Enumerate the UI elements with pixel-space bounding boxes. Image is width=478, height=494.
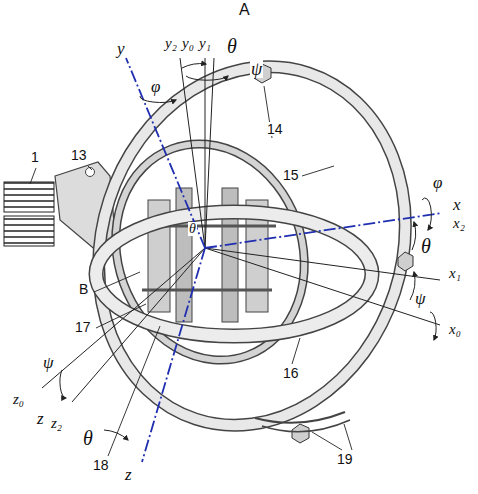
- callout-number: 14: [266, 122, 284, 136]
- axis-label: ψ: [414, 290, 427, 307]
- leader-lines: [30, 86, 352, 456]
- callout-number: 19: [336, 452, 354, 466]
- rotation-arrows: [60, 64, 436, 440]
- axis-line: [205, 58, 206, 248]
- callout-number: 17: [74, 320, 92, 334]
- inner-frame: [86, 117, 334, 387]
- leader-line: [30, 168, 36, 184]
- rotation-arrow: [186, 76, 228, 80]
- axis-line: [126, 58, 205, 248]
- leader-line: [108, 326, 160, 456]
- leader-line: [344, 424, 352, 450]
- rotation-arrow: [60, 370, 66, 398]
- axis-label: φ: [432, 174, 443, 191]
- leader-line: [292, 338, 300, 364]
- outer-ring: [53, 27, 451, 466]
- axis-label: x₂: [452, 216, 466, 231]
- rotation-arrow: [182, 64, 206, 68]
- axis-label: θ: [82, 428, 94, 448]
- axis-label: φ: [150, 78, 161, 95]
- axis-label: θ: [188, 222, 197, 236]
- leader-line: [312, 432, 342, 450]
- axis-label: z: [124, 466, 133, 483]
- inner-ring: [96, 212, 372, 336]
- axis-label: x: [452, 196, 462, 213]
- axis-label: z: [36, 410, 45, 427]
- axis-line: [42, 248, 205, 388]
- axis-label: y₀: [181, 36, 195, 51]
- callout-number: 15: [282, 168, 300, 182]
- mount-block: [4, 216, 54, 246]
- leader-line: [94, 272, 140, 292]
- rod: [142, 289, 272, 292]
- leader-line: [302, 166, 334, 176]
- inner-frame: [86, 117, 334, 387]
- axis-label: z₂: [50, 416, 63, 431]
- axis-label: y₂: [164, 36, 178, 51]
- axis-label: x₁: [448, 266, 462, 281]
- rotation-arrow: [430, 312, 436, 340]
- callout-number: 16: [282, 366, 300, 380]
- scale-arc: [262, 420, 350, 432]
- axis-line: [205, 248, 440, 280]
- callout-number: A: [238, 2, 251, 18]
- leader-line: [88, 166, 92, 170]
- axis-line: [142, 248, 205, 462]
- inner-ring: [96, 212, 372, 336]
- rotation-arrow: [412, 222, 416, 250]
- reference-axes: [42, 58, 440, 402]
- axis-label: ψ: [250, 60, 263, 78]
- mount-block: [4, 182, 54, 212]
- axis-line: [205, 248, 440, 325]
- axis-label: θ: [226, 36, 238, 56]
- axis-line: [205, 213, 442, 248]
- callout-number: 1: [30, 150, 40, 164]
- rotation-arrow: [140, 96, 176, 102]
- callout-number: 13: [70, 148, 88, 162]
- body-axes: [126, 58, 442, 462]
- axis-label: x₀: [448, 322, 462, 337]
- bolt: [292, 424, 309, 443]
- axis-line: [205, 58, 214, 248]
- axis-label: y: [116, 40, 126, 57]
- leader-line: [96, 304, 146, 328]
- scale-arc: [255, 412, 345, 423]
- axis-label: ψ: [42, 354, 55, 371]
- rotation-arrow: [422, 198, 431, 230]
- axis-label: y₁: [198, 36, 212, 51]
- axis-label: z₀: [12, 392, 25, 407]
- callout-number: 18: [92, 458, 110, 472]
- bolt: [398, 252, 413, 271]
- callout-number: B: [78, 282, 89, 296]
- outer-ring: [53, 27, 451, 466]
- axis-label: θ: [420, 236, 432, 256]
- bracket-hole: [86, 168, 95, 177]
